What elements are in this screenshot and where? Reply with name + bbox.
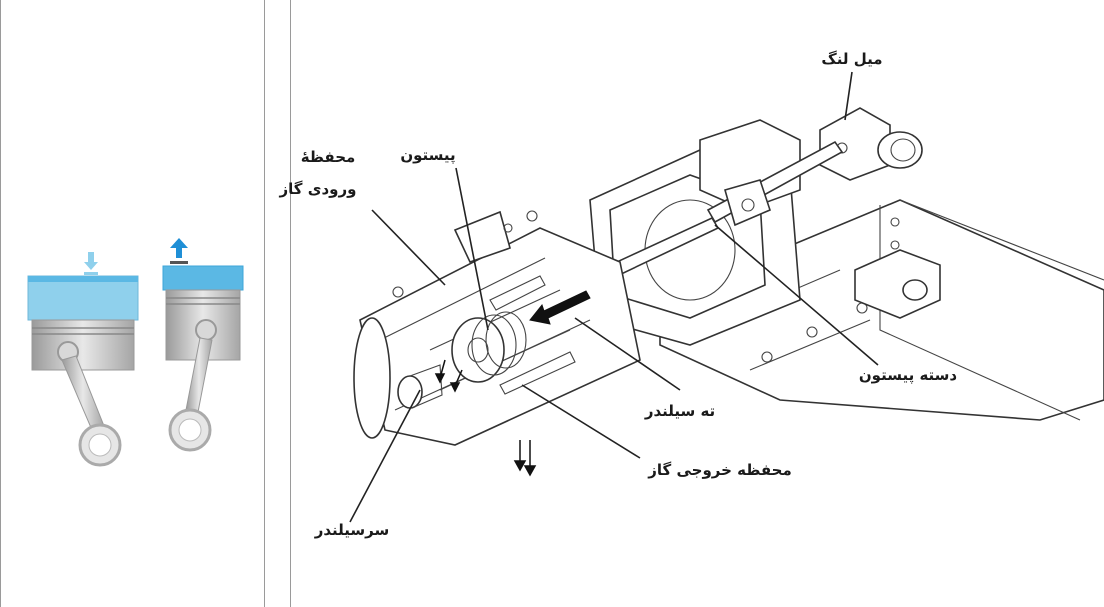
piston-motion-arrow [529,290,591,325]
piston-icon-compression [162,238,244,452]
crankshaft [819,107,923,181]
gas-flow-arrows [434,359,463,393]
label-piston: پیستون [400,146,455,165]
leader-lines [349,71,879,523]
label-cylinder-head: سرسیلندر [314,521,390,539]
label-outlet-chamber: محفظه خروجی گاز [647,461,792,479]
main-panel [290,0,1104,607]
label-connecting-rod: دسته پیستون [859,366,958,385]
label-inlet-chamber-1: محفظهٔ [301,148,356,166]
bearing-block [854,249,941,319]
label-crankshaft: میل لنگ [821,50,882,68]
piston-icon-intake [27,252,139,467]
piston [451,311,527,383]
label-inlet-chamber-2: ورودی گاز [279,180,357,198]
label-cylinder-bottom: ته سیلندر [644,402,715,420]
exhaust-arrows [513,440,537,477]
left-panel [0,0,265,607]
